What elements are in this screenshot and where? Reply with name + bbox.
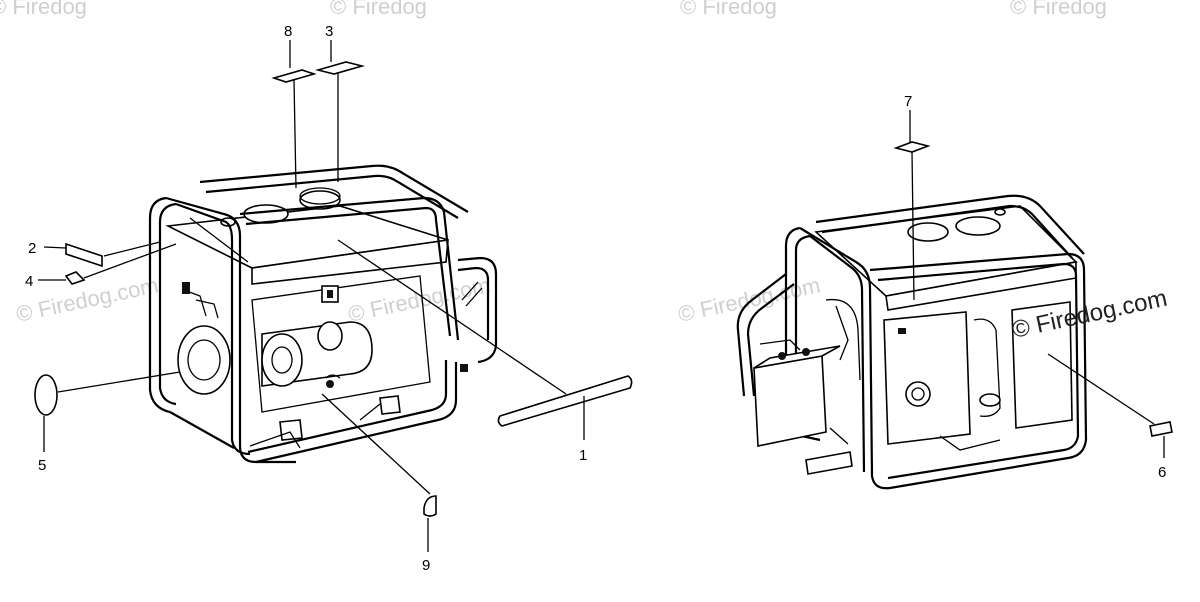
watermark-top-right1: © Firedog — [680, 0, 777, 19]
left-generator — [148, 164, 498, 464]
part-7-label — [893, 141, 931, 153]
part-9-clip — [423, 495, 437, 517]
leader-6 — [1047, 353, 1155, 425]
watermark-left: © Firedog.com — [14, 272, 161, 327]
part-3-label — [314, 61, 366, 75]
leader-1 — [337, 239, 567, 395]
part-8-label — [271, 69, 317, 83]
part-6-label — [1149, 421, 1173, 437]
leader-8 — [293, 79, 297, 189]
part-2-label — [65, 242, 103, 268]
callout-8: 8 — [284, 23, 292, 40]
watermark-right: © Firedog.com — [676, 272, 823, 327]
watermark-top-mid: © Firedog — [330, 0, 427, 19]
callout-4: 4 — [25, 273, 33, 290]
callout-6: 6 — [1158, 464, 1166, 481]
watermark-top-right2: © Firedog — [1010, 0, 1107, 19]
callout-3: 3 — [325, 23, 333, 40]
right-generator — [736, 194, 1088, 490]
watermark-prominent: © Firedog.com — [1010, 285, 1170, 344]
callout-2: 2 — [28, 240, 36, 257]
callout-5: 5 — [38, 457, 46, 474]
part-5-oval-label — [34, 374, 58, 416]
leader-7 — [911, 151, 915, 301]
leader-5 — [57, 371, 181, 393]
part-4-label — [64, 271, 86, 285]
callout-9: 9 — [422, 557, 430, 574]
leader-9 — [321, 393, 431, 495]
leader-2 — [103, 241, 161, 257]
watermark-center: © Firedog.com — [346, 272, 493, 327]
part-1-tube — [497, 375, 633, 427]
leader-4 — [83, 243, 177, 279]
callout-1: 1 — [579, 447, 587, 464]
watermark-top-left: © Firedog — [0, 0, 87, 19]
callout-7: 7 — [904, 93, 912, 110]
